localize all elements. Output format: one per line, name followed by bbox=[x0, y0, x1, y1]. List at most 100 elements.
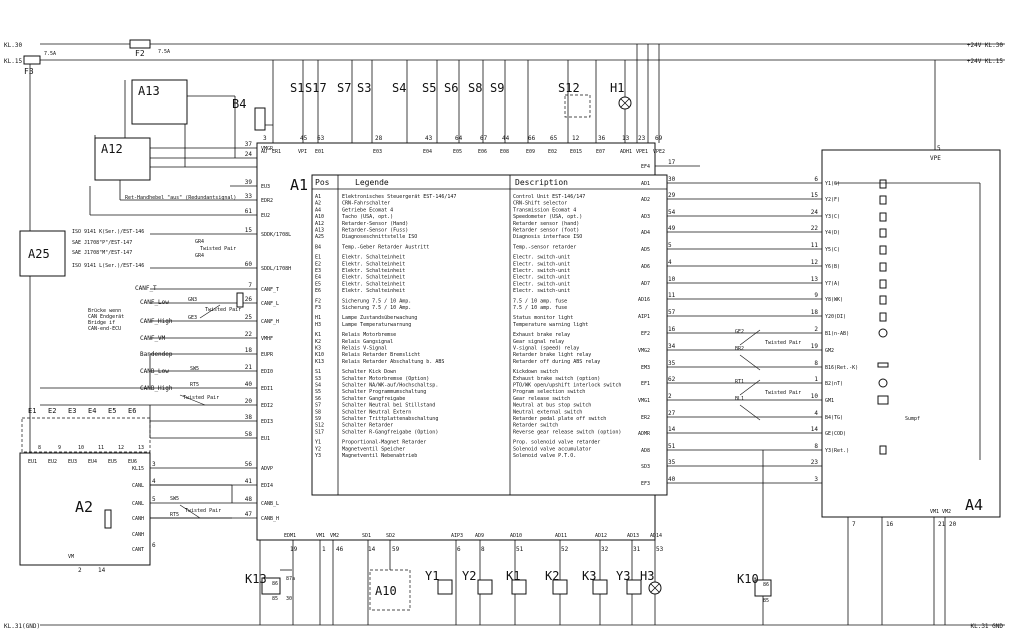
a1-top-pin-num: 3 bbox=[263, 135, 267, 142]
a4-pin-num: 11 bbox=[811, 242, 819, 249]
e-unit-pin-eu1: EU1 bbox=[28, 459, 37, 465]
a1-right-pin-num: 16 bbox=[668, 326, 676, 333]
switch-label-s9: S9 bbox=[490, 81, 504, 95]
a4-pin-name: GM1 bbox=[825, 398, 834, 404]
a1-left-pin-name: CANF_L bbox=[261, 301, 279, 307]
legend-row-de: Relais Gangsignal bbox=[342, 339, 393, 345]
legend-row-en: Gear release switch bbox=[513, 396, 570, 402]
legend-row-en: Speedometer (USA, opt.) bbox=[513, 214, 582, 220]
a4-pin-num: 12 bbox=[811, 259, 819, 266]
a1-bottom-pin-name: VM2 bbox=[330, 533, 339, 539]
a1-left-pin-name: CANF_T bbox=[261, 287, 279, 293]
legend-row-en: Kickdown switch bbox=[513, 369, 558, 375]
a4-pin-num: 6 bbox=[814, 176, 818, 183]
legend-row-pos: K2 bbox=[315, 339, 321, 345]
legend-row-pos: E4 bbox=[315, 275, 321, 281]
a4-pin-num: 13 bbox=[811, 276, 819, 283]
a1-left-pin-name: EDI1 bbox=[261, 386, 273, 392]
a1-right-pin-name: AD4 bbox=[641, 230, 650, 236]
a4-pin-num: 3 bbox=[814, 476, 818, 483]
a1-bottom-pin-num: 1 bbox=[322, 546, 326, 553]
a1-bottom-pin-name: AD14 bbox=[650, 533, 662, 539]
a1-right-pin-num: 34 bbox=[668, 343, 676, 350]
a1-top-pin-name: E04 bbox=[423, 149, 432, 155]
ge2-label: GE2 bbox=[735, 329, 744, 335]
k13-pin-30: 30 bbox=[286, 596, 292, 602]
legend-row-en: 7.5 / 10 amp. fuse bbox=[513, 298, 567, 304]
legend-row-pos: A25 bbox=[315, 234, 324, 240]
a1-left-pin-num: 21 bbox=[245, 364, 253, 371]
a1-top-pin-num: 64 bbox=[455, 135, 463, 142]
a1-bottom-pin-num: 14 bbox=[368, 546, 376, 553]
load-label-k2: K2 bbox=[545, 569, 559, 583]
ge3-label: GE3 bbox=[188, 315, 197, 321]
a1-left-pin-name: CANB_H bbox=[261, 516, 279, 522]
legend-header-pos: Pos bbox=[315, 178, 330, 187]
a25-label: A25 bbox=[28, 247, 50, 261]
legend-row-en: Prop. solenoid valve retarder bbox=[513, 440, 600, 446]
twisted-pair-3-label: Twisted Pair bbox=[183, 395, 219, 401]
a1-left-pin-name: EDR2 bbox=[261, 198, 273, 204]
legend-row-en: Diagnosis interface ISO bbox=[513, 234, 582, 240]
a1-right-pin-name: SD3 bbox=[641, 464, 650, 470]
bandendep-label: Bandendep bbox=[140, 351, 173, 358]
a1-right-pin-name: AD2 bbox=[641, 197, 650, 203]
a1-right-pin-num: 54 bbox=[668, 209, 676, 216]
e-unit-label-e4: E4 bbox=[88, 407, 96, 415]
legend-row-de: Elektr. Schalteinheit bbox=[342, 268, 405, 274]
legend-row-pos: E2 bbox=[315, 261, 321, 267]
legend-row-en: Solenoid valve P.T.O. bbox=[513, 453, 576, 459]
twisted-pair-6-label: Twisted Pair bbox=[765, 390, 801, 396]
a1-right-pin-name: AIP1 bbox=[638, 314, 650, 320]
a1-right-pin-num: 17 bbox=[668, 159, 676, 166]
a1-left-pin-name: SDDK/1708L bbox=[261, 232, 291, 238]
a2-pin-name: KL15 bbox=[132, 466, 144, 472]
legend-row-de: Schalter Neutral bei Stillstand bbox=[342, 403, 435, 409]
k10-label: K10 bbox=[737, 572, 759, 586]
a2-pin-num: 6 bbox=[152, 542, 156, 549]
legend-row-en: Electr. switch-unit bbox=[513, 281, 570, 287]
k13-label: K13 bbox=[245, 572, 267, 586]
legend-row-de: Elektr. Schalteinheit bbox=[342, 261, 405, 267]
e-unit-label-e5: E5 bbox=[108, 407, 116, 415]
a1-bottom-pin-name: AIP3 bbox=[451, 533, 463, 539]
a1-top-pin-num: 63 bbox=[317, 135, 325, 142]
a1-top-pin-name: VPI bbox=[298, 149, 307, 155]
a1-right-pin-num: 4 bbox=[668, 259, 672, 266]
a4-pin-num: 2 bbox=[814, 326, 818, 333]
canf-high-label: CANF_High bbox=[140, 318, 173, 325]
a13-sensor-box bbox=[131, 79, 188, 125]
a1-left-pin-name: ADVP bbox=[261, 466, 273, 472]
a1-right-pin-name: AD1 bbox=[641, 181, 650, 187]
e-unit-label-e6: E6 bbox=[128, 407, 136, 415]
legend-row-en: PTO/WK open/upshift interlock switch bbox=[513, 383, 621, 389]
a1-right-pin-name: ADMR bbox=[638, 431, 651, 437]
a1-top-pin-name: E015 bbox=[570, 149, 582, 155]
a1-right-pin-name: VMG1 bbox=[638, 398, 650, 404]
legend-row-en: Program selection switch bbox=[513, 389, 585, 395]
legend-row-de: Elektr. Schalteinheit bbox=[342, 288, 405, 294]
a1-top-pin-num: 28 bbox=[375, 135, 383, 142]
legend-row-pos: S6 bbox=[315, 396, 321, 402]
legend-row-de: Schalter R-Gangfreigabe (Option) bbox=[342, 429, 438, 435]
legend-row-pos: Y2 bbox=[315, 446, 321, 452]
twisted-pair-4-label: Twisted Pair bbox=[185, 508, 221, 514]
a4-pin-name: B16(Ret.-K) bbox=[825, 365, 858, 371]
a1-bottom-pin-name: EDM1 bbox=[284, 533, 296, 539]
legend-row-en: V-signal (speed) relay bbox=[513, 346, 579, 352]
legend-row-en: Status monitor light bbox=[513, 315, 573, 321]
b4-sensor bbox=[254, 107, 266, 131]
a2-pin-num: 4 bbox=[152, 478, 156, 485]
gn3-label: GN3 bbox=[188, 297, 197, 303]
a1-bottom-pin-name: AD13 bbox=[627, 533, 639, 539]
a1-top-pin-num: 43 bbox=[425, 135, 433, 142]
bl1-label: BL1 bbox=[735, 396, 744, 402]
legend-row-de: Elektronisches Steuergerät EST-146/147 bbox=[342, 194, 456, 200]
legend-header-legende: Legende bbox=[355, 178, 389, 187]
a2-pin-name: CANL bbox=[132, 501, 144, 507]
a1-bottom-pin-name: SD1 bbox=[362, 533, 371, 539]
a1-top-pin-name: VPE1 bbox=[636, 149, 648, 155]
legend-row-pos: S9 bbox=[315, 416, 321, 422]
a1-right-pin-name: AD5 bbox=[641, 247, 650, 253]
a1-bottom-pin-name: AD11 bbox=[555, 533, 567, 539]
